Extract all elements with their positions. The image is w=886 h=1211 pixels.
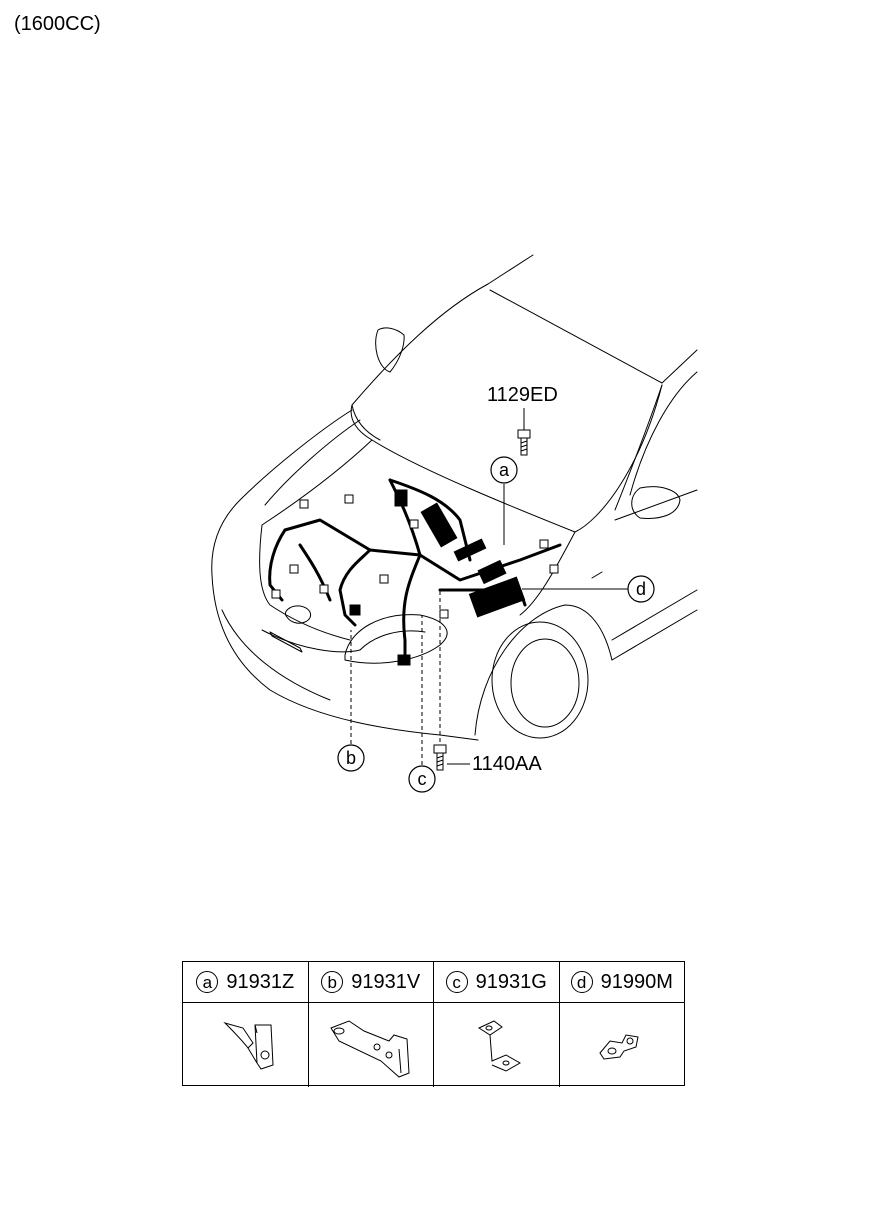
part-image-b	[309, 1003, 434, 1087]
part-letter-c: c	[445, 971, 468, 993]
parts-table: a 91931Z b 91931V c 91931G d 91990M	[182, 961, 685, 1087]
side-marker	[591, 571, 603, 579]
part-number-c: 91931G	[475, 970, 547, 993]
bay-edge	[261, 439, 373, 526]
bumper-lower	[221, 609, 331, 701]
lower-body	[439, 734, 479, 741]
parts-table-body	[183, 1003, 684, 1087]
callout-letter-d: d	[636, 579, 646, 599]
front-wheel	[491, 621, 589, 739]
harness-branch-2	[388, 478, 422, 557]
body-sill	[611, 609, 698, 661]
engine-label: (1600CC)	[14, 13, 101, 35]
connector-2	[477, 559, 507, 585]
windshield-edge	[487, 254, 534, 285]
connector-12	[539, 539, 549, 549]
part-letter-a: a	[196, 971, 219, 993]
right-mirror	[631, 486, 681, 519]
headlamp-inner	[359, 630, 426, 651]
hood-inner-line	[351, 404, 381, 441]
front-wheel-rim	[510, 638, 580, 728]
plate	[269, 631, 303, 653]
harness-branch-7	[298, 543, 332, 602]
connector-15	[271, 589, 281, 599]
callout-letter-c: c	[418, 769, 427, 789]
part-header-b: b 91931V	[309, 962, 434, 1002]
part-label-1129ED: 1129ED	[487, 384, 558, 406]
bracket-c-icon	[477, 1020, 522, 1072]
connector-3	[349, 604, 361, 616]
callout-circle-b	[337, 744, 365, 772]
part-letter-b: b	[321, 971, 344, 993]
left-fender-inner	[264, 419, 361, 506]
connector-13	[549, 564, 559, 574]
callout-letter-a: a	[499, 460, 510, 480]
wheel-arch	[474, 604, 613, 736]
front-bumper	[211, 574, 441, 736]
connector-8	[379, 574, 389, 584]
part-image-c	[434, 1003, 560, 1087]
part-image-d	[560, 1003, 685, 1087]
fuse-box	[420, 502, 458, 548]
connector-4	[397, 654, 411, 666]
connector-7	[344, 494, 354, 504]
part-header-d: d 91990M	[560, 962, 685, 1002]
part-number-a: 91931Z	[226, 970, 295, 993]
connector-9	[319, 584, 329, 594]
connector-1	[394, 489, 408, 507]
emblem	[285, 605, 312, 624]
harness-branch-5	[402, 553, 422, 662]
door-lower	[611, 589, 698, 641]
bolt-icon-bottom	[433, 744, 447, 771]
harness-main	[283, 518, 562, 582]
windshield-line	[489, 289, 663, 384]
hood-outline	[350, 283, 663, 533]
callout-circle-d	[627, 575, 655, 603]
connector-block	[468, 576, 526, 618]
connector-11	[409, 519, 419, 529]
bay-right	[519, 531, 576, 616]
part-label-1140AA: 1140AA	[472, 753, 542, 775]
connector-6	[299, 499, 309, 509]
callout-circle-c	[408, 765, 436, 793]
part-number-b: 91931V	[351, 970, 421, 993]
callout-circle-a	[490, 456, 518, 484]
bolt-icon-top	[517, 429, 531, 456]
bay-front	[259, 524, 351, 641]
part-header-c: c 91931G	[434, 962, 560, 1002]
grille-line	[261, 629, 361, 653]
connector-10	[289, 564, 299, 574]
headlamp	[344, 614, 448, 664]
bracket-b-icon	[329, 1020, 410, 1078]
part-number-d: 91990M	[600, 970, 673, 993]
a-pillar	[614, 384, 663, 511]
part-letter-d: d	[570, 971, 593, 993]
callout-letter-b: b	[346, 748, 356, 768]
door-window	[629, 371, 698, 496]
harness-branch-4	[268, 528, 287, 602]
connector-14	[439, 609, 449, 619]
bracket-d-icon	[598, 1034, 639, 1060]
parts-table-header: a 91931Z b 91931V c 91931G d 91990M	[183, 962, 684, 1003]
harness-branch-1	[338, 548, 372, 627]
harness-branch-3	[388, 478, 472, 562]
roof-line	[661, 349, 698, 384]
part-header-a: a 91931Z	[183, 962, 309, 1002]
left-fender	[211, 409, 353, 576]
door-line	[614, 489, 698, 521]
connector-5	[453, 538, 487, 562]
bracket-a-icon	[223, 1022, 274, 1070]
part-image-a	[183, 1003, 309, 1087]
left-mirror	[375, 327, 405, 373]
